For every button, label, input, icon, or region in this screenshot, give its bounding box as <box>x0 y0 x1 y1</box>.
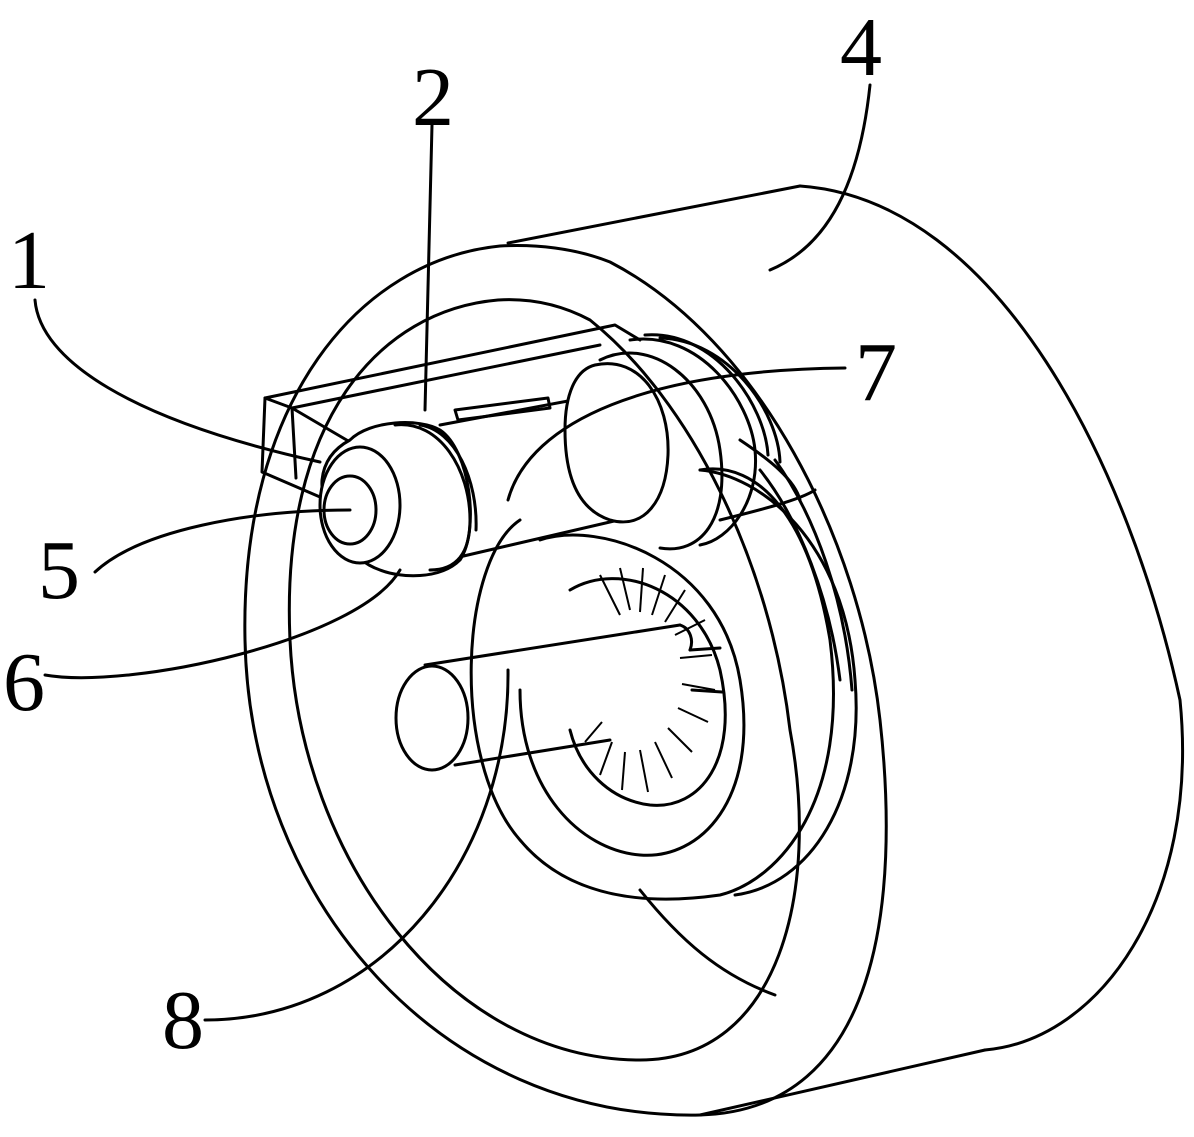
ref-label-4: 4 <box>840 1 882 94</box>
inner-flange <box>471 460 856 899</box>
ref-label-6: 6 <box>3 636 45 729</box>
spoke-ring <box>585 568 715 792</box>
leader-5 <box>95 510 350 572</box>
ref-label-1: 1 <box>8 214 50 307</box>
lower-shaft <box>396 625 722 770</box>
leader-6 <box>45 570 400 678</box>
ref-label-5: 5 <box>38 524 80 617</box>
ref-label-8: 8 <box>162 974 204 1067</box>
ref-label-7: 7 <box>855 326 897 419</box>
leader-4 <box>770 85 870 270</box>
collar <box>320 423 476 576</box>
leader-7 <box>508 368 845 500</box>
ref-label-2: 2 <box>412 51 454 144</box>
